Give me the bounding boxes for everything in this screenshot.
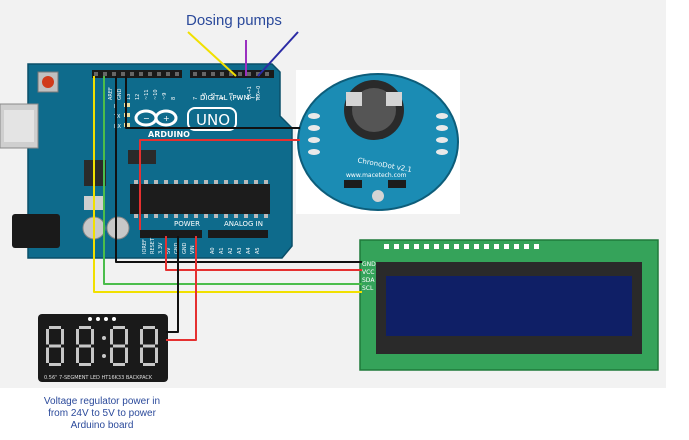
analog-pin-label: A2 xyxy=(228,247,234,254)
arduino-logo: − + xyxy=(134,109,178,127)
dosing-pumps-label: Dosing pumps xyxy=(186,12,282,29)
digital-pin-label: 7 xyxy=(193,97,199,100)
digital-header-left xyxy=(92,70,182,78)
digital-pin-label: GND xyxy=(117,88,123,100)
power-pin-label: 3.3V xyxy=(158,242,164,254)
uno-badge xyxy=(187,107,237,131)
lcd-pin-label: VCC xyxy=(362,269,374,276)
chronodot-rtc-module: ChronoDot v2.1 www.macetech.com xyxy=(296,70,460,214)
caption-line-1: Voltage regulator power in xyxy=(43,396,161,407)
analog-pin-label: A5 xyxy=(255,247,261,254)
lcd-screen xyxy=(386,276,632,336)
caption-line-3: Arduino board xyxy=(70,420,134,431)
digital-pin-label: 2 xyxy=(238,97,244,100)
seven-segment-digit xyxy=(110,326,128,366)
svg-text:+: + xyxy=(163,114,170,123)
digital-pin-label: ~9 xyxy=(162,93,168,100)
digital-pin-label: 13 xyxy=(126,94,132,100)
analog-in-label: ANALOG IN xyxy=(224,220,263,228)
led-label: TX xyxy=(113,114,121,120)
power-jack xyxy=(12,214,60,248)
caption-line-2: from 24V to 5V to power xyxy=(48,408,156,419)
arduino-brand: ARDUINO xyxy=(148,130,190,139)
seven-segment-digit xyxy=(140,326,158,366)
seven-segment-digits xyxy=(46,326,158,366)
digital-pin-label: 4 xyxy=(220,97,226,100)
seven-segment-silkscreen: 0.56" 7-SEGMENT LED HT16K33 BACKPACK xyxy=(44,375,153,381)
analog-pin-label: A1 xyxy=(219,247,225,254)
colon-dot xyxy=(102,354,106,358)
digital-pin-label: ~10 xyxy=(153,89,159,100)
led-label: RX xyxy=(114,124,121,130)
lcd-pin-label: GND xyxy=(362,261,376,268)
digital-pin-label: RX←0 xyxy=(256,86,262,100)
power-pin-label: RESET xyxy=(150,237,156,254)
usb-chip xyxy=(128,150,156,164)
gnd-wire-to-7seg xyxy=(166,236,179,333)
pump-wire-yellow xyxy=(187,31,237,77)
vcc-wire-to-7seg xyxy=(166,236,197,341)
svg-text:−: − xyxy=(143,114,150,123)
wires xyxy=(93,31,362,341)
atmega-chip xyxy=(130,184,270,214)
rtc-resistor-1 xyxy=(344,180,362,188)
gnd-wire-to-rtc xyxy=(125,76,300,129)
lcd-pin-label: SDA xyxy=(362,277,375,284)
power-header xyxy=(140,230,202,238)
power-pin-label: GND xyxy=(182,242,188,254)
digital-pin-label: 12 xyxy=(135,94,141,100)
lcd-pin-label: SCL xyxy=(362,285,374,292)
seven-segment-digit xyxy=(76,326,94,366)
power-pin-label: IOREF xyxy=(142,239,148,254)
power-pin-label: VIN xyxy=(190,245,196,254)
digital-pin-label: ~3 xyxy=(229,93,235,100)
rtc-resistor-2 xyxy=(388,180,406,188)
digital-pwm-label: DIGITAL (PWM~) xyxy=(200,94,258,102)
digital-pin-label: ~6 xyxy=(202,93,208,100)
capacitor-3 xyxy=(106,216,130,240)
analog-header xyxy=(208,230,268,238)
sda-wire-green xyxy=(103,76,362,285)
power-label: POWER xyxy=(174,220,200,228)
seven-segment-digit xyxy=(46,326,64,366)
seven-segment-display: 0.56" 7-SEGMENT LED HT16K33 BACKPACK xyxy=(38,314,168,382)
digital-pin-label: 8 xyxy=(171,97,177,100)
digital-pin-label: ~11 xyxy=(144,89,150,100)
digital-pin-label: AREF xyxy=(108,87,114,100)
analog-pin-label: A3 xyxy=(237,247,243,254)
vcc-wire-to-lcd xyxy=(165,236,362,271)
voltage-regulator-caption: Voltage regulator power in from 24V to 5… xyxy=(22,396,182,432)
vcc-wire-to-rtc xyxy=(139,139,300,230)
gnd-wire-to-lcd xyxy=(115,76,362,263)
arduino-model: UNO xyxy=(196,111,230,129)
power-pin-label: 5V xyxy=(166,247,172,254)
digital-pin-label: TX→1 xyxy=(247,86,253,101)
digital-pin-label: ~5 xyxy=(211,93,217,100)
scl-wire-yellow xyxy=(93,76,362,293)
colon-dot xyxy=(102,336,106,340)
analog-pin-label: A4 xyxy=(246,247,252,254)
analog-pin-label: A0 xyxy=(210,247,216,254)
chronodot-url: www.macetech.com xyxy=(346,172,407,179)
pump-wire-blue xyxy=(257,31,299,77)
